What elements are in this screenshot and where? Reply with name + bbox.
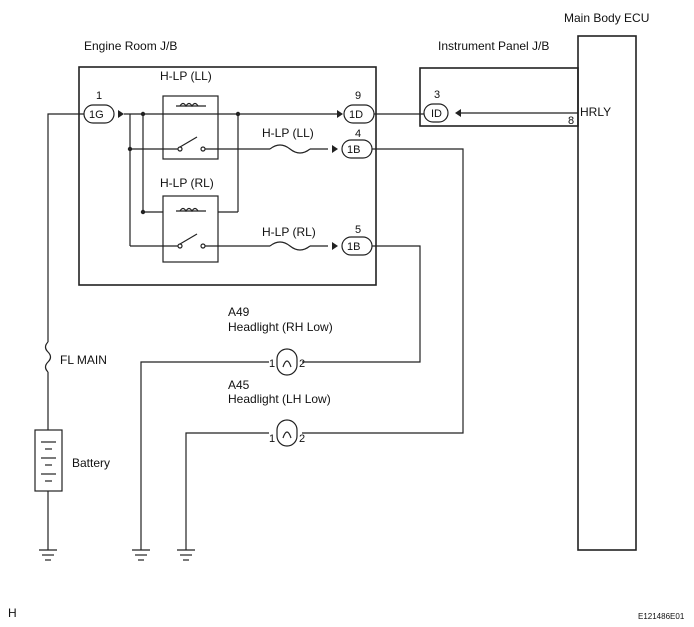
headlight-a49-icon bbox=[276, 348, 298, 376]
fusible-link-icon bbox=[44, 341, 52, 373]
connector-1b-rl: 1B bbox=[341, 236, 373, 256]
engine-room-jb-label: Engine Room J/B bbox=[84, 39, 177, 53]
relay-rl-label: H-LP (RL) bbox=[160, 176, 214, 190]
fuse-ll-label: H-LP (LL) bbox=[262, 126, 314, 140]
relay-rl-box bbox=[162, 195, 219, 263]
relay-ll-contact-a bbox=[177, 146, 183, 152]
connector-1g-code: 1G bbox=[89, 109, 104, 121]
engine-room-jb-box bbox=[78, 66, 377, 286]
connector-1b-rl-code: 1B bbox=[347, 241, 360, 253]
wire-a45-to-ground bbox=[185, 432, 269, 550]
relay-ll-coil-icon bbox=[179, 102, 199, 108]
relay-rl-switch-icon bbox=[179, 233, 198, 245]
relay-rl-contact-b bbox=[200, 243, 206, 249]
id-pin-number: 3 bbox=[434, 89, 440, 101]
a49-code: A49 bbox=[228, 305, 250, 319]
main-body-ecu-label: Main Body ECU bbox=[564, 11, 649, 25]
ground-icon bbox=[177, 549, 195, 561]
id-arrow-icon bbox=[455, 109, 461, 117]
connector-id-outline bbox=[423, 103, 449, 123]
relay-ll-contact-b bbox=[200, 146, 206, 152]
instrument-panel-jb-label: Instrument Panel J/B bbox=[438, 39, 549, 53]
a49-desc: Headlight (RH Low) bbox=[228, 320, 333, 334]
1b-rl-arrow-icon bbox=[332, 242, 338, 250]
1g-arrow-icon bbox=[118, 110, 124, 118]
a49-pin-1: 1 bbox=[269, 358, 275, 370]
wire-1b-rl-to-a49 bbox=[302, 245, 421, 363]
battery-icon bbox=[34, 429, 63, 492]
junction-dot bbox=[127, 146, 133, 152]
footer-figure-id: E121486E01 bbox=[638, 612, 685, 621]
ground-icon bbox=[132, 549, 150, 561]
connector-id-code: ID bbox=[431, 108, 442, 120]
a45-code: A45 bbox=[228, 378, 250, 392]
1d-arrow-icon bbox=[337, 110, 343, 118]
footer-left-label: H bbox=[8, 606, 17, 620]
connector-id: ID bbox=[423, 103, 449, 123]
connector-1b-ll-code: 1B bbox=[347, 144, 360, 156]
a45-desc: Headlight (LH Low) bbox=[228, 392, 331, 406]
relay-rl-contact-a bbox=[177, 243, 183, 249]
wire-a49-to-ground bbox=[140, 361, 269, 550]
headlight-a45-filament-icon bbox=[282, 431, 292, 439]
instrument-panel-jb-box bbox=[419, 67, 579, 127]
a45-pin-1: 1 bbox=[269, 433, 275, 445]
ecu-pin-8: 8 bbox=[568, 115, 574, 127]
ground-icon bbox=[39, 549, 57, 561]
1g-pin-number: 1 bbox=[96, 90, 102, 102]
hrly-label: HRLY bbox=[580, 105, 611, 119]
fuse-ll-icon bbox=[269, 144, 311, 154]
battery-label: Battery bbox=[72, 456, 110, 470]
junction-dot bbox=[235, 111, 241, 117]
main-body-ecu-box bbox=[577, 35, 637, 551]
wire-1g-to-fl-main bbox=[47, 113, 84, 342]
relay-ll-switch-icon bbox=[179, 136, 198, 148]
1d-pin-number: 9 bbox=[355, 90, 361, 102]
fuse-rl-label: H-LP (RL) bbox=[262, 225, 316, 239]
junction-dot bbox=[140, 209, 146, 215]
junction-dot bbox=[140, 111, 146, 117]
connector-1d: 1D bbox=[343, 104, 375, 124]
relay-ll-label: H-LP (LL) bbox=[160, 69, 212, 83]
headlight-a49-filament-icon bbox=[282, 360, 292, 368]
fuse-rl-icon bbox=[269, 241, 311, 251]
relay-ll-box bbox=[162, 95, 219, 160]
fl-main-label: FL MAIN bbox=[60, 353, 107, 367]
relay-rl-coil-icon bbox=[179, 207, 199, 213]
1b-ll-pin-number: 4 bbox=[355, 128, 361, 140]
a45-pin-2: 2 bbox=[299, 433, 305, 445]
wire-1b-ll-to-a45 bbox=[302, 148, 464, 434]
1b-ll-arrow-icon bbox=[332, 145, 338, 153]
1b-rl-pin-number: 5 bbox=[355, 224, 361, 236]
connector-1g: 1G bbox=[83, 104, 115, 124]
a49-pin-2: 2 bbox=[299, 358, 305, 370]
connector-1d-code: 1D bbox=[349, 109, 363, 121]
connector-1b-ll: 1B bbox=[341, 139, 373, 159]
headlight-a45-icon bbox=[276, 419, 298, 447]
